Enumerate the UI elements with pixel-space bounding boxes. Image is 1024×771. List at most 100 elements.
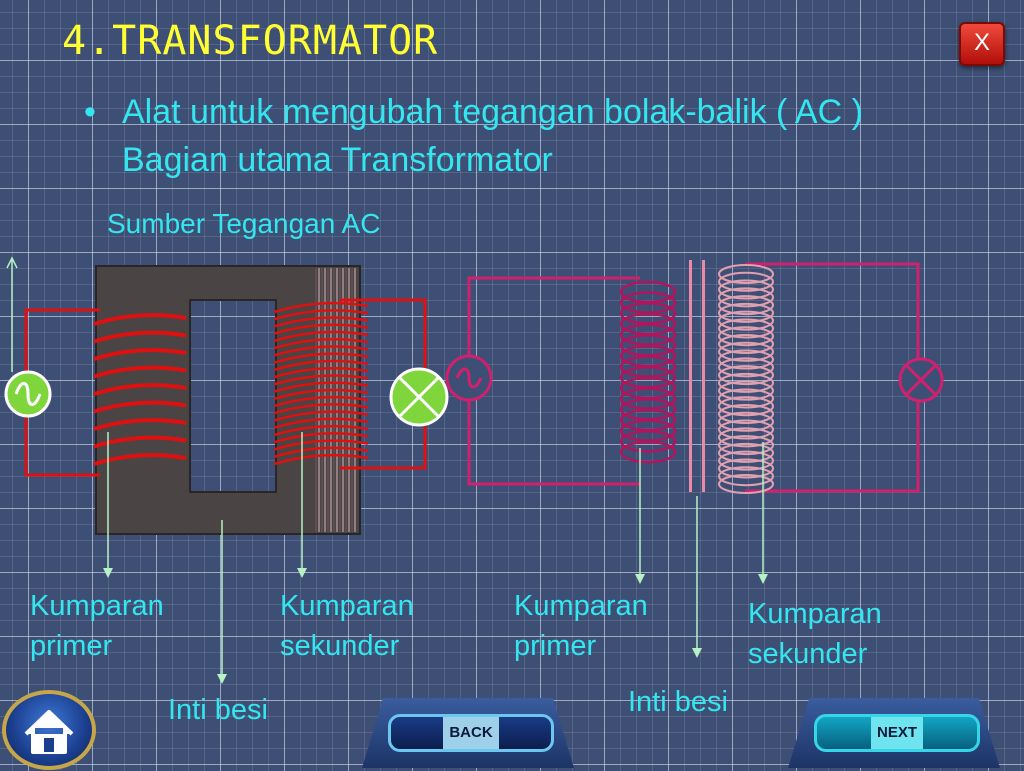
coil-turn (718, 334, 774, 354)
coil-turn (718, 264, 774, 284)
coil-turn (718, 341, 774, 362)
coil-turn (619, 302, 677, 325)
bullet-point: • Alat untuk mengubah tegangan bolak-bal… (84, 88, 1004, 184)
coil-turn (273, 309, 369, 321)
right-core-label: Inti besi (628, 686, 728, 718)
next-button-label: NEXT (870, 717, 923, 749)
left-iron-core (95, 265, 361, 535)
coil-turn (93, 400, 187, 414)
coil-turn (718, 372, 774, 393)
bullet-line-2: Bagian utama Transformator (122, 141, 553, 179)
back-button[interactable]: BACK (362, 698, 574, 768)
coil-turn (273, 453, 369, 466)
coil-turn (93, 418, 187, 431)
coil-turn (718, 302, 774, 323)
coil-turn (718, 388, 774, 409)
coil-turn (718, 435, 774, 456)
coil-turn (718, 396, 774, 417)
left-core-label: Inti besi (168, 694, 268, 726)
coil-turn (619, 344, 677, 368)
bullet-line-1: Alat untuk mengubah tegangan bolak-balik… (122, 93, 863, 131)
left-primary-coil (93, 313, 187, 466)
coil-turn (273, 403, 369, 415)
left-secondary-coil (273, 301, 369, 466)
coil-turn (718, 287, 774, 308)
right-primary-coil (619, 280, 677, 464)
coil-turn (718, 466, 774, 487)
bullet-marker: • (84, 93, 96, 131)
coil-turn (93, 365, 187, 379)
coil-turn (273, 374, 369, 386)
right-core-bar-2 (702, 260, 705, 492)
coil-turn (619, 280, 677, 304)
next-button-face: NEXT (814, 714, 980, 752)
coil-turn (273, 367, 369, 379)
coil-turn (718, 450, 774, 471)
coil-turn (718, 411, 774, 432)
coil-turn (619, 366, 677, 389)
coil-turn (273, 381, 369, 393)
ac-source-icon (4, 370, 52, 418)
coil-turn (273, 410, 369, 422)
coil-turn (273, 417, 369, 430)
coil-turn (718, 326, 774, 347)
coil-turn (718, 427, 774, 448)
next-button[interactable]: NEXT (788, 698, 1000, 768)
close-icon: X (973, 29, 990, 56)
ac-source-icon (445, 354, 493, 402)
close-button[interactable]: X (959, 22, 1005, 66)
coil-turn (273, 330, 369, 343)
coil-turn (619, 387, 677, 410)
coil-turn (619, 312, 677, 336)
coil-turn (619, 440, 677, 464)
page-title: 4.TRANSFORMATOR (62, 18, 439, 64)
coil-turn (619, 291, 677, 314)
coil-turn (273, 345, 369, 357)
coil-turn (718, 458, 774, 479)
coil-turn (93, 383, 187, 396)
coil-turn (273, 352, 369, 364)
right-secondary-coil (718, 264, 774, 494)
coil-turn (619, 323, 677, 346)
coil-turn (718, 357, 774, 378)
right-primary-coil-label: Kumparan primer (514, 590, 648, 662)
coil-turn (718, 295, 774, 316)
coil-turn (93, 348, 187, 361)
right-transformer (445, 260, 944, 658)
right-primary-wire (467, 276, 640, 486)
coil-turn (273, 316, 369, 328)
coil-turn (273, 395, 369, 408)
coil-turn (93, 453, 187, 466)
coil-turn (273, 388, 369, 401)
coil-turn (273, 439, 369, 451)
right-secondary-coil-label: Kumparan sekunder (748, 598, 882, 670)
home-button[interactable] (2, 690, 96, 770)
coil-turn (273, 446, 369, 458)
coil-turn (93, 313, 187, 326)
coil-turn (718, 271, 774, 292)
coil-turn (273, 424, 369, 437)
left-transformer (4, 256, 449, 684)
coil-turn (273, 432, 369, 444)
left-primary-coil-label: Kumparan primer (30, 590, 164, 662)
coil-turn (619, 355, 677, 378)
coil-turn (718, 474, 774, 494)
coil-turn (718, 279, 774, 300)
coil-turn (619, 408, 677, 432)
coil-turn (619, 376, 677, 400)
home-icon (24, 710, 74, 754)
coil-turn (619, 334, 677, 357)
right-core-bar-1 (689, 260, 692, 492)
coil-turn (718, 349, 774, 370)
lamp-icon (389, 367, 449, 427)
coil-turn (718, 380, 774, 401)
lamp-icon (898, 357, 944, 403)
coil-turn (718, 442, 774, 463)
coil-turn (93, 435, 187, 449)
coil-turn (619, 398, 677, 421)
coil-turn (273, 323, 369, 335)
coil-turn (273, 359, 369, 372)
coil-turn (718, 310, 774, 331)
coil-turn (718, 404, 774, 424)
left-secondary-coil-label: Kumparan sekunder (280, 590, 414, 662)
